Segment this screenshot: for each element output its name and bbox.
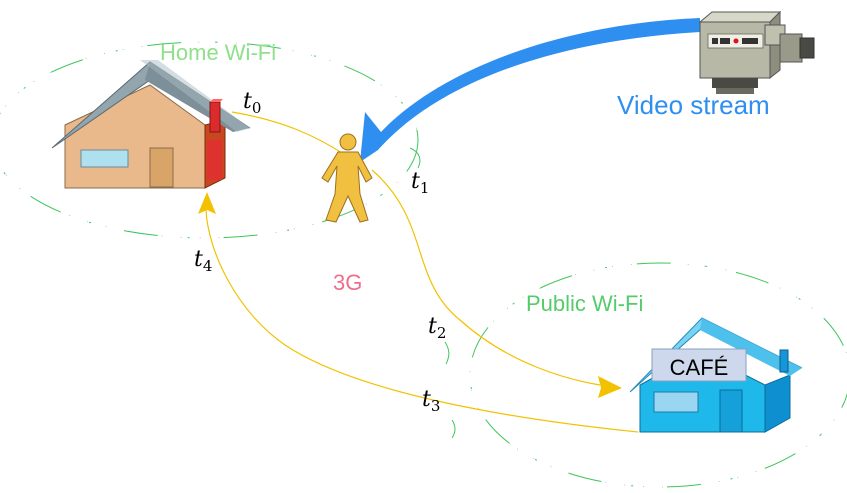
home-house	[51, 60, 251, 189]
path-home-to-person	[231, 111, 346, 156]
public-wifi-coverage-ring	[469, 262, 847, 488]
time-marker-t1: t1	[411, 169, 429, 197]
cafe-sign-board	[651, 348, 747, 382]
time-marker-t2: t2	[428, 314, 446, 342]
cafe-house	[629, 317, 803, 433]
coverage-tick-t2	[444, 341, 450, 365]
public-wifi-label: Public Wi-Fi	[526, 291, 643, 316]
time-marker-t4: t4	[194, 247, 212, 275]
path-arrowhead-home	[198, 192, 216, 214]
person-icon	[321, 133, 373, 223]
path-cafe-to-home	[205, 209, 639, 433]
cafe-sign-text: CAFÉ	[670, 355, 729, 380]
home-chimney	[209, 101, 221, 133]
path-person-to-cafe	[371, 169, 601, 386]
coverage-tick-t1	[409, 147, 421, 169]
path-arrowhead-cafe	[598, 376, 622, 398]
video-stream-label: Video stream	[617, 90, 770, 120]
time-marker-t3: t3	[422, 387, 440, 415]
cellular-label: 3G	[333, 270, 362, 295]
home-wifi-coverage-ring	[0, 41, 419, 239]
mobility-path	[205, 111, 639, 433]
video-stream-arrow	[360, 18, 700, 162]
home-wifi-label: Home Wi-Fi	[160, 40, 276, 65]
time-marker-t0: t0	[243, 89, 261, 117]
coverage-tick-t3	[451, 419, 456, 439]
video-camera-icon	[698, 10, 815, 94]
